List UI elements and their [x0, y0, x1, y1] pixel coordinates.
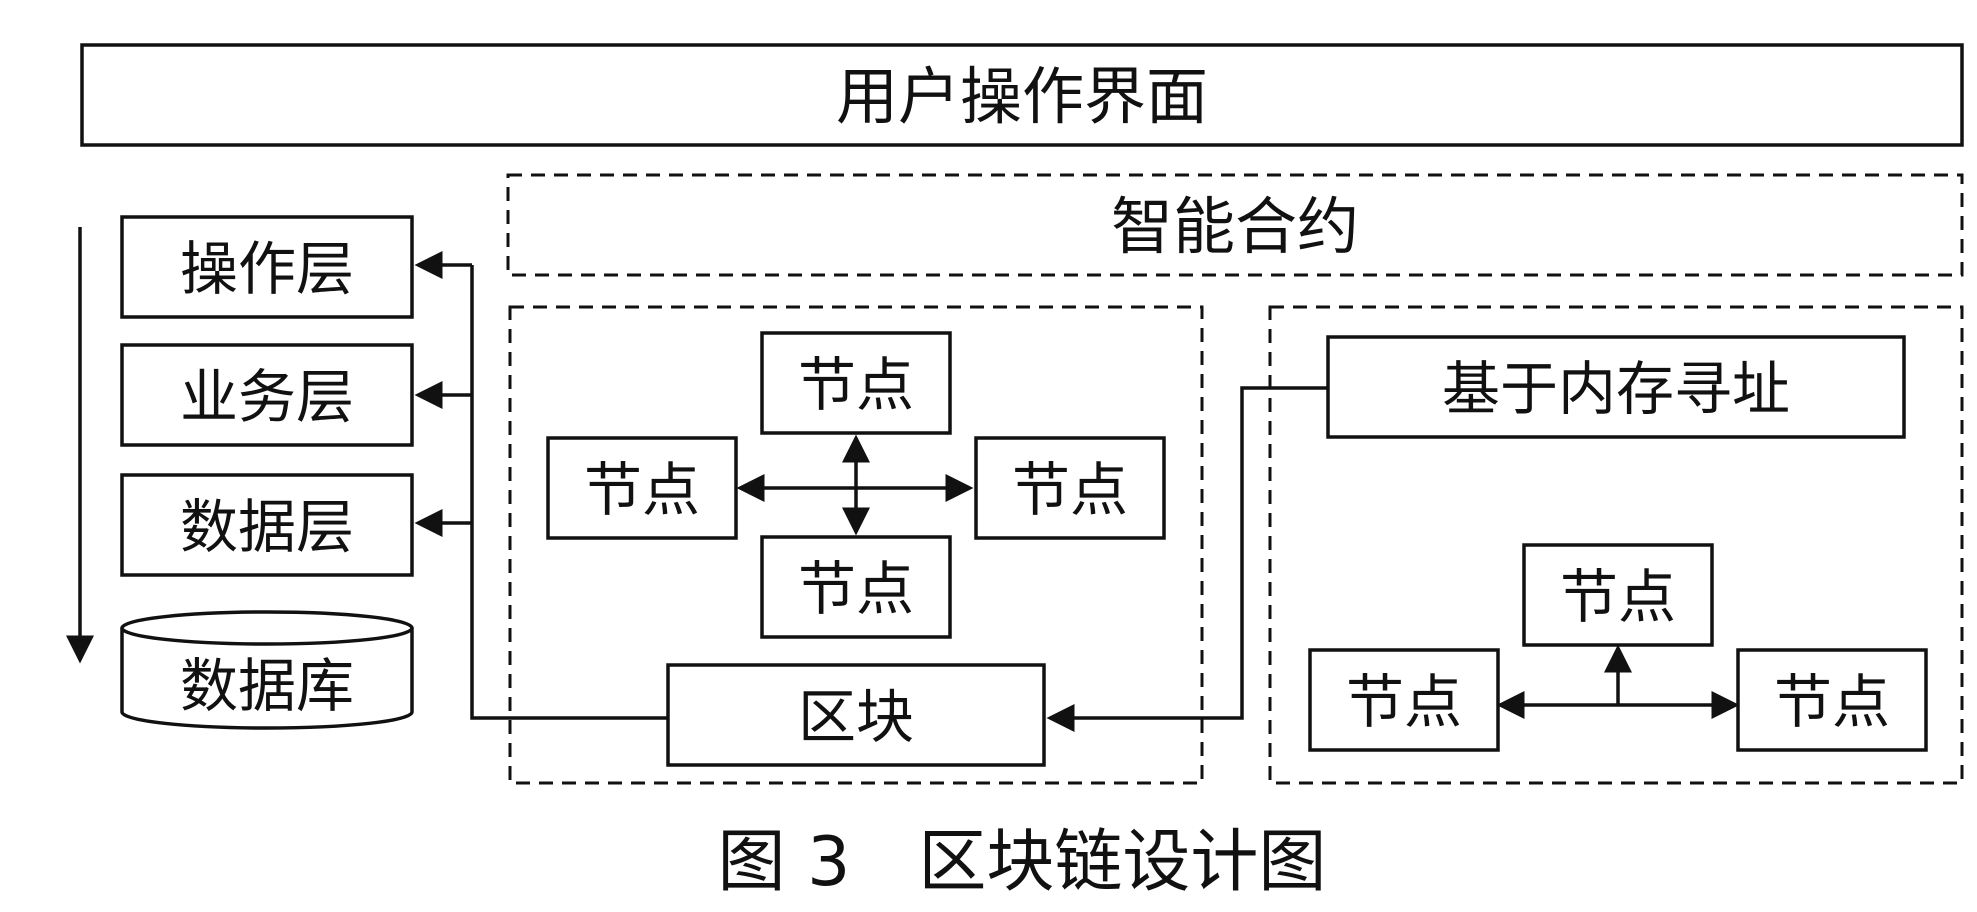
right-node-left: 节点: [1308, 648, 1500, 752]
addressing-to-block-line: [1046, 386, 1328, 732]
svg-text:节点: 节点: [798, 555, 914, 623]
block-to-layers-line: [470, 265, 668, 720]
smart-contract-region: 智能合约: [506, 173, 1964, 277]
left-node-right: 节点: [974, 436, 1166, 540]
database-cylinder: 数据库: [120, 610, 414, 730]
svg-text:节点: 节点: [1346, 668, 1462, 736]
svg-text:业务层: 业务层: [180, 363, 354, 431]
business-layer-box: 业务层: [120, 343, 414, 447]
left-node-top: 节点: [760, 331, 952, 435]
svg-text:节点: 节点: [1774, 668, 1890, 736]
svg-text:智能合约: 智能合约: [1111, 190, 1359, 263]
right-node-cluster: [1268, 305, 1964, 785]
left-node-cluster: [508, 305, 1204, 785]
svg-text:用户操作界面: 用户操作界面: [836, 60, 1208, 133]
svg-text:节点: 节点: [798, 351, 914, 419]
right-node-right: 节点: [1736, 648, 1928, 752]
block-box: 区块: [666, 663, 1046, 767]
svg-text:节点: 节点: [1560, 563, 1676, 631]
left-node-left: 节点: [546, 436, 738, 540]
figure-caption: 图 3 区块链设计图: [718, 823, 1327, 902]
data-layer-box: 数据层: [120, 473, 414, 577]
left-node-bottom: 节点: [760, 535, 952, 639]
svg-text:数据库: 数据库: [180, 652, 354, 720]
svg-text:操作层: 操作层: [180, 235, 354, 303]
memory-addressing-box: 基于内存寻址: [1326, 335, 1906, 439]
user-interface-layer: 用户操作界面: [80, 43, 1964, 147]
operation-layer-box: 操作层: [120, 215, 414, 319]
svg-text:区块: 区块: [798, 683, 914, 751]
svg-text:基于内存寻址: 基于内存寻址: [1442, 355, 1790, 423]
svg-text:数据层: 数据层: [180, 493, 354, 561]
svg-text:节点: 节点: [1012, 456, 1128, 524]
right-node-top: 节点: [1522, 543, 1714, 647]
svg-text:节点: 节点: [584, 456, 700, 524]
